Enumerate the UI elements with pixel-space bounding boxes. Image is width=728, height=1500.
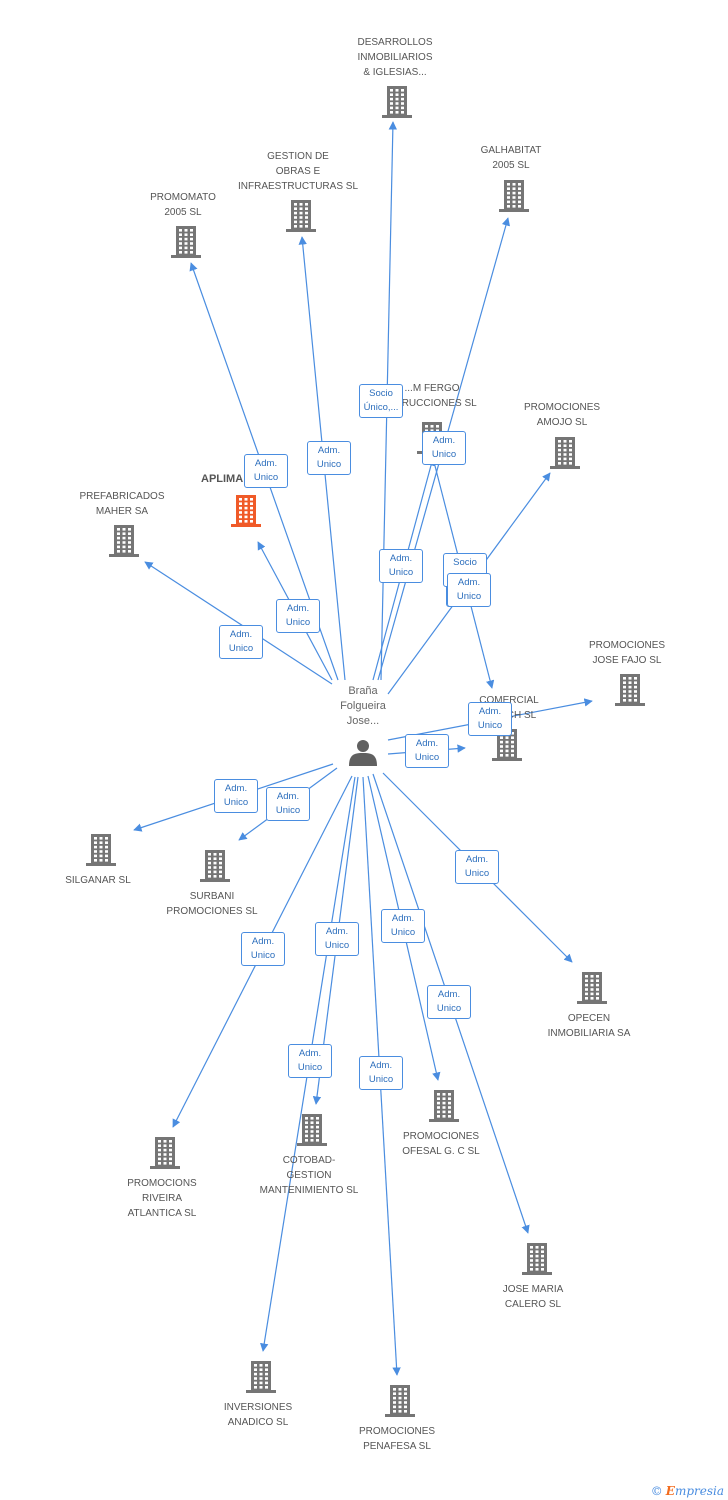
- relation-badge-comercial[interactable]: Adm. Unico: [405, 734, 449, 768]
- building-icon[interactable]: [109, 525, 139, 557]
- relation-badge-anadico[interactable]: Adm. Unico: [288, 1044, 332, 1078]
- company-label-prefabricados[interactable]: PREFABRICADOS MAHER SA: [79, 491, 165, 517]
- building-icon[interactable]: [297, 1114, 327, 1146]
- building-icon[interactable]: [286, 200, 316, 232]
- nodes: [86, 86, 645, 1417]
- building-icon[interactable]: [615, 674, 645, 706]
- relation-badge-aplima[interactable]: Adm. Unico: [276, 599, 320, 633]
- building-icon[interactable]: [499, 180, 529, 212]
- company-label-surbani[interactable]: SURBANI PROMOCIONES SL: [166, 891, 258, 917]
- relation-badge-fergo-comercial-adm[interactable]: Adm. Unico: [447, 573, 491, 607]
- relation-badge-silganar[interactable]: Adm. Unico: [214, 779, 258, 813]
- building-icon[interactable]: [577, 972, 607, 1004]
- company-label-jose-fajo[interactable]: PROMOCIONES JOSE FAJO SL: [588, 640, 666, 666]
- relation-badge-cotobad[interactable]: Adm. Unico: [315, 922, 359, 956]
- company-label-penafesa[interactable]: PROMOCIONES PENAFESA SL: [358, 1426, 436, 1452]
- relation-badge-prefabricados[interactable]: Adm. Unico: [219, 625, 263, 659]
- building-icon[interactable]: [150, 1137, 180, 1169]
- person-name[interactable]: Braña Folgueira Jose...: [340, 685, 386, 727]
- relation-badge-calero[interactable]: Adm. Unico: [427, 985, 471, 1019]
- relation-badge-galhabitat[interactable]: Adm. Unico: [379, 549, 423, 583]
- relation-badge-ofesal[interactable]: Adm. Unico: [381, 909, 425, 943]
- company-label-desarrollos[interactable]: DESARROLLOS INMOBILIARIOS & IGLESIAS...: [357, 37, 433, 78]
- building-icon[interactable]: [200, 850, 230, 882]
- relation-badge-riveira[interactable]: Adm. Unico: [241, 932, 285, 966]
- company-label-ofesal[interactable]: PROMOCIONES OFESAL G. C SL: [402, 1131, 480, 1157]
- building-icon[interactable]: [382, 86, 412, 118]
- person-icon[interactable]: [349, 740, 377, 766]
- building-icon[interactable]: [86, 834, 116, 866]
- company-label-opecen[interactable]: OPECEN INMOBILIARIA SA: [547, 1013, 631, 1039]
- building-icon[interactable]: [246, 1361, 276, 1393]
- company-label-silganar[interactable]: SILGANAR SL: [65, 875, 131, 886]
- company-label-promomato[interactable]: PROMOMATO 2005 SL: [150, 192, 216, 218]
- building-icon[interactable]: [171, 226, 201, 258]
- relation-badge-desarrollos[interactable]: Socio Único,...: [359, 384, 403, 418]
- copyright-symbol: ©: [650, 1484, 663, 1498]
- building-icon[interactable]: [522, 1243, 552, 1275]
- company-label-amojo[interactable]: PROMOCIONES AMOJO SL: [523, 402, 601, 428]
- relation-badge-jose-fajo[interactable]: Adm. Unico: [468, 702, 512, 736]
- building-icon[interactable]: [550, 437, 580, 469]
- company-label-aplima[interactable]: APLIMA: [201, 473, 244, 485]
- edge-prefabricados: [144, 561, 333, 685]
- building-icon[interactable]: [385, 1385, 415, 1417]
- company-label-gestion-obras[interactable]: GESTION DE OBRAS E INFRAESTRUCTURAS SL: [237, 151, 358, 192]
- company-label-riveira[interactable]: PROMOCIONS RIVEIRA ATLANTICA SL: [127, 1178, 197, 1219]
- brand-footer[interactable]: ©Empresia: [651, 1484, 724, 1498]
- company-label-calero[interactable]: JOSE MARIA CALERO SL: [502, 1284, 564, 1310]
- building-icon[interactable]: [429, 1090, 459, 1122]
- relation-badge-opecen[interactable]: Adm. Unico: [455, 850, 499, 884]
- relation-badge-penafesa[interactable]: Adm. Unico: [359, 1056, 403, 1090]
- brand-initial: E: [665, 1484, 675, 1498]
- brand-name: mpresia: [674, 1484, 724, 1498]
- company-label-galhabitat[interactable]: GALHABITAT 2005 SL: [480, 145, 542, 171]
- relation-badge-fergo[interactable]: Adm. Unico: [422, 431, 466, 465]
- relation-badge-promomato[interactable]: Adm. Unico: [244, 454, 288, 488]
- company-label-anadico[interactable]: INVERSIONES ANADICO SL: [223, 1402, 293, 1428]
- building-icon[interactable]: [492, 729, 522, 761]
- company-label-cotobad[interactable]: COTOBAD- GESTION MANTENIMIENTO SL: [259, 1155, 359, 1196]
- relation-badge-surbani[interactable]: Adm. Unico: [266, 787, 310, 821]
- building-icon[interactable]: [231, 495, 261, 527]
- company-label-fergo[interactable]: ...M FERGO ...TRUCCIONES SL: [387, 383, 477, 409]
- relation-badge-gestion-obras[interactable]: Adm. Unico: [307, 441, 351, 475]
